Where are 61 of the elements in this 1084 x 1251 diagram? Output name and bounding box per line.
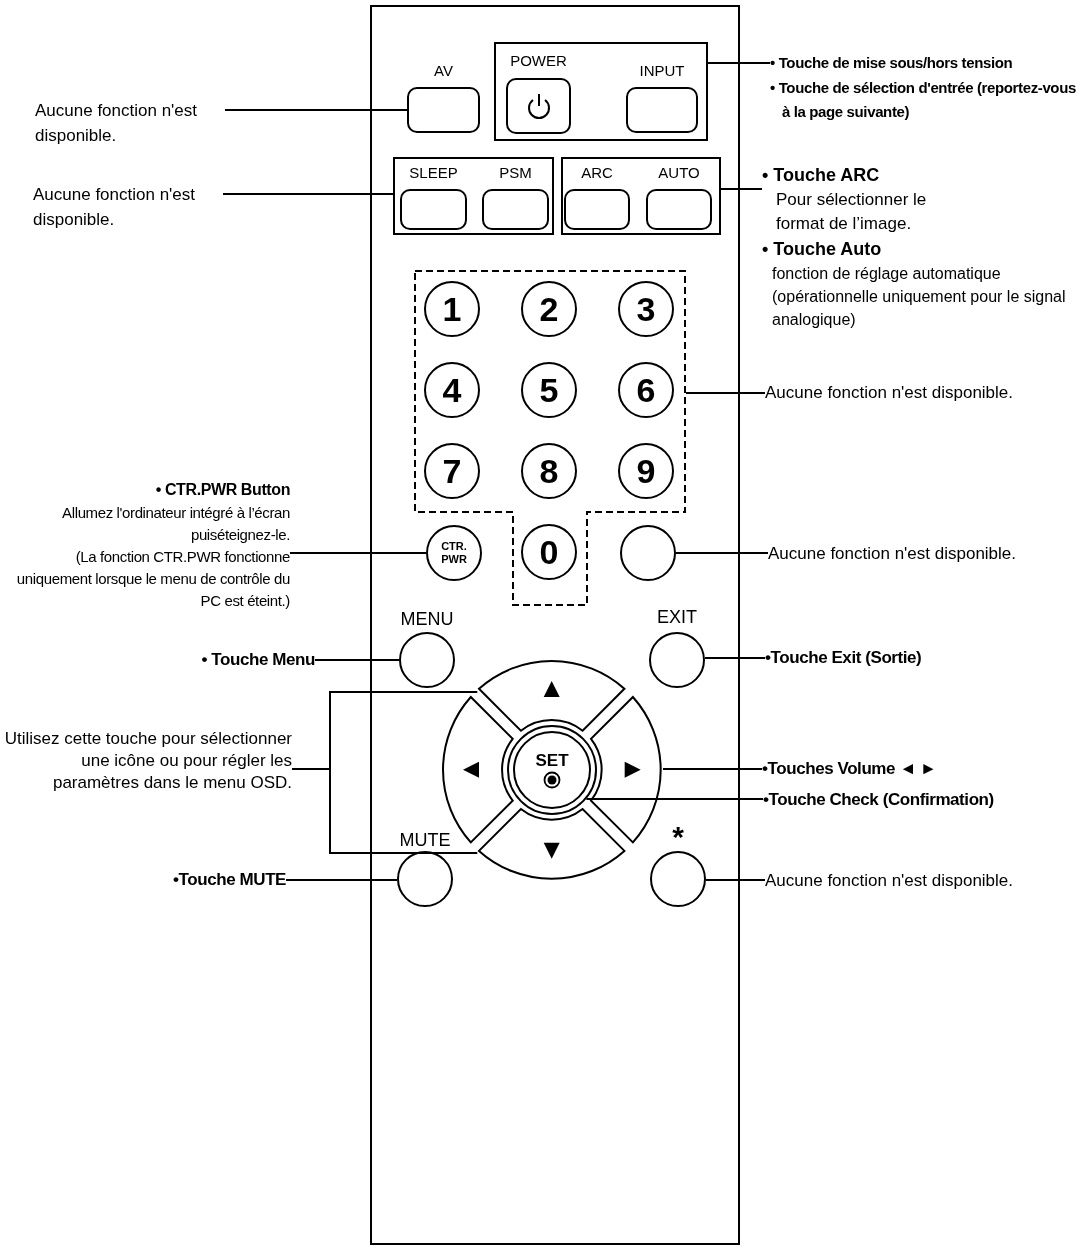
- callout-heading: • Touche ARC: [762, 164, 880, 187]
- button-label: ARC: [581, 164, 613, 182]
- leader-line: [685, 392, 766, 394]
- callout-text: Aucune fonction n'est disponible.: [765, 870, 1014, 892]
- number-button: 3: [618, 281, 674, 337]
- leader-line: [224, 109, 408, 111]
- callout-text: Aucune fonction n'est disponible.: [33, 184, 197, 231]
- button-group-frame: [561, 157, 721, 235]
- button-label: EXIT: [657, 606, 697, 628]
- leader-line: [585, 798, 764, 800]
- callout-text: Aucune fonction n'est disponible.: [35, 100, 199, 147]
- leader-line: [285, 879, 398, 881]
- callout-text: • Touche Auto: [762, 238, 882, 261]
- callout-text: • Touche Menu: [201, 649, 315, 671]
- button-label: INPUT: [639, 62, 685, 80]
- leader-line: [707, 62, 771, 64]
- button-group-frame: [494, 42, 708, 141]
- callout-text: • Touche de sélection d'entrée (reportez-vous à la page suivante): [770, 78, 1076, 122]
- leader-line: [704, 657, 766, 659]
- leader-line: [289, 552, 427, 554]
- callout-text: •Touche Exit (Sortie): [765, 647, 922, 669]
- leader-line: [705, 879, 766, 881]
- button-label: PSM: [499, 164, 532, 182]
- button-label: *: [672, 823, 684, 851]
- button-group-frame: [393, 157, 554, 235]
- button-label: AUTO: [658, 164, 700, 182]
- number-button: 8: [521, 443, 577, 499]
- number-button: 9: [618, 443, 674, 499]
- button-label: POWER: [510, 52, 567, 70]
- callout-text: Aucune fonction n'est disponible.: [768, 543, 1017, 565]
- leader-line: [675, 552, 769, 554]
- number-button: 0: [521, 524, 577, 580]
- set-button: SET: [507, 725, 597, 815]
- remote-control-body: [370, 5, 740, 1245]
- number-button: 4: [424, 362, 480, 418]
- button-label: SLEEP: [409, 164, 458, 182]
- callout-text: Utilisez cette touche pour sélectionner une icône ou pour régler les paramètres dans le menu OSD.: [3, 728, 292, 794]
- number-button: 7: [424, 443, 480, 499]
- callout-text: Allumez l'ordinateur intégré à l’écran puiséteignez-le.: [61, 503, 290, 545]
- button-label: MUTE: [399, 829, 451, 851]
- callout-text: •Touche Check (Confirmation): [763, 789, 994, 811]
- callout-text: •Touche MUTE: [173, 869, 286, 891]
- callout-text: •Touches Volume ◄ ►: [762, 758, 937, 780]
- leader-line: [222, 193, 394, 195]
- callout-heading: • CTR.PWR Button: [155, 480, 290, 500]
- leader-line: [720, 188, 763, 190]
- callout-text: Aucune fonction n'est disponible.: [765, 382, 1014, 404]
- callout-text: Pour sélectionner le format de l’image.: [775, 189, 928, 235]
- callout-text: fonction de réglage automatique (opérationnelle uniquement pour le signal analogique): [771, 264, 1067, 330]
- number-button: 5: [521, 362, 577, 418]
- number-button: 6: [618, 362, 674, 418]
- button-label: MENU: [400, 608, 454, 630]
- callout-heading: • Touche de mise sous/hors tension: [770, 53, 1013, 73]
- leader-line: [662, 768, 763, 770]
- button-label: AV: [434, 62, 453, 80]
- number-button: 1: [424, 281, 480, 337]
- number-button: 2: [521, 281, 577, 337]
- callout-text: (La fonction CTR.PWR fonctionne uniquement lorsque le menu de contrôle du PC est éteint.): [15, 547, 290, 611]
- leader-line: [314, 659, 400, 661]
- round-button: [620, 525, 676, 581]
- round-button: CTR. PWR: [426, 525, 482, 581]
